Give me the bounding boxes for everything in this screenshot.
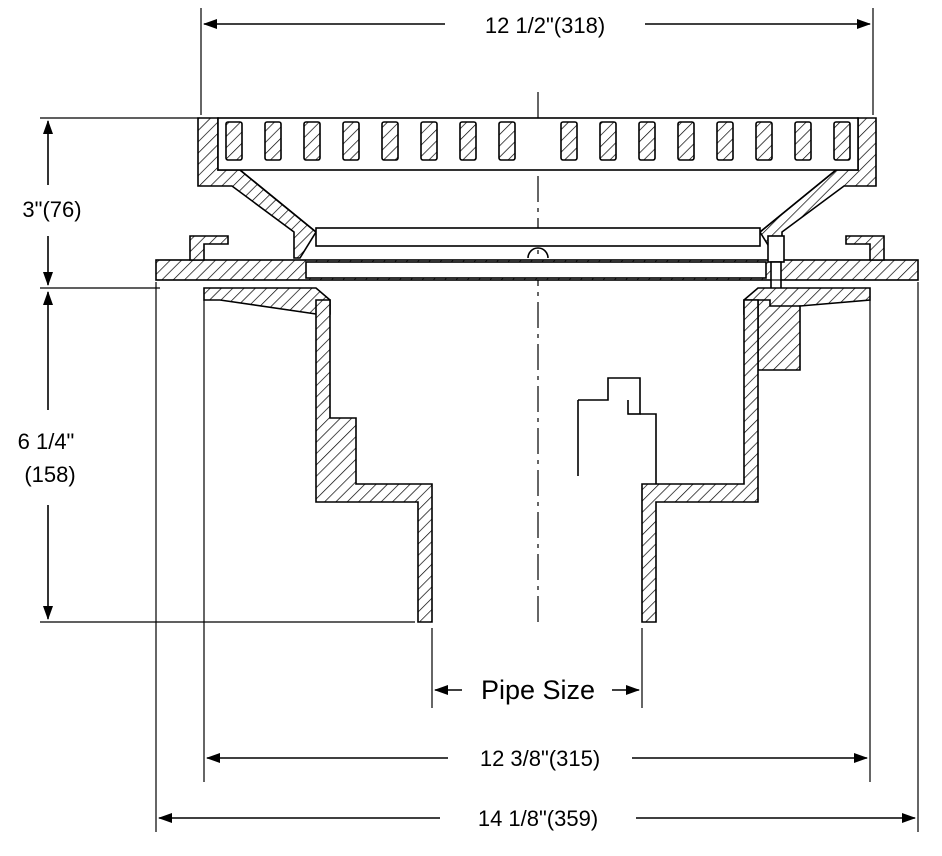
top-width-dimension: 12 1/2"(318) <box>200 8 874 115</box>
top-flange <box>155 235 919 281</box>
grate-bar <box>303 121 321 161</box>
grate-bar <box>677 121 695 161</box>
drain-body <box>203 287 871 623</box>
grate-bar <box>716 121 734 161</box>
grate-bar <box>225 121 243 161</box>
grate-bar <box>833 121 851 161</box>
grate-bar <box>381 121 399 161</box>
pipe-size-dimension: Pipe Size <box>431 628 643 708</box>
grate-bar <box>264 121 282 161</box>
grate-bar <box>755 121 773 161</box>
flange-width-dimension: 12 3/8"(315) <box>203 300 871 782</box>
body-height-label-line1: 6 1/4" <box>18 429 75 454</box>
body-height-dimension: 6 1/4" (158) <box>18 291 415 623</box>
flange-width-label: 12 3/8"(315) <box>480 746 600 771</box>
grate-height-label: 3"(76) <box>22 197 81 222</box>
overall-width-dimension: 14 1/8"(359) <box>155 282 919 832</box>
top-width-label: 12 1/2"(318) <box>485 13 605 38</box>
strainer-grate <box>197 117 877 259</box>
overall-width-label: 14 1/8"(359) <box>478 806 598 831</box>
grate-bar <box>638 121 656 161</box>
pipe-size-label: Pipe Size <box>481 675 595 705</box>
grate-bar <box>599 121 617 161</box>
grate-bar <box>342 121 360 161</box>
grate-bar <box>794 121 812 161</box>
grate-bar <box>498 121 516 161</box>
grate-bar <box>459 121 477 161</box>
grate-height-dimension: 3"(76) <box>22 117 200 289</box>
grate-bar <box>560 121 578 161</box>
grate-bar <box>420 121 438 161</box>
body-height-label-line2: (158) <box>24 462 75 487</box>
